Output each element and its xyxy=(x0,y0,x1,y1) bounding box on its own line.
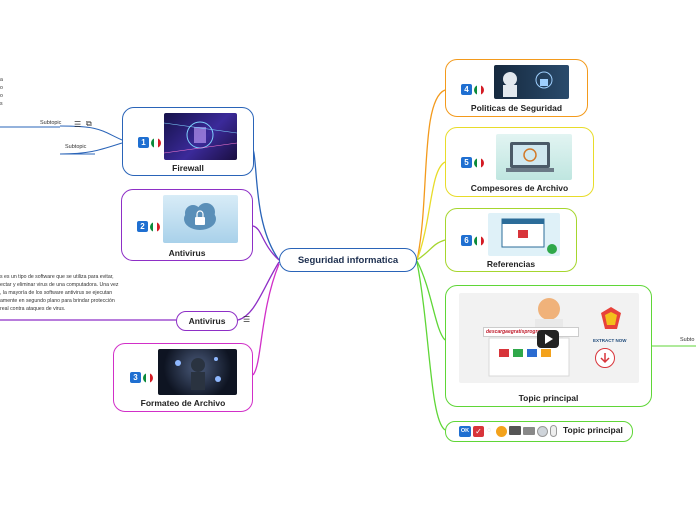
number-badge: 2 xyxy=(137,221,148,232)
topic-antivirus[interactable]: Antivirus xyxy=(176,311,238,331)
node-antivirus[interactable]: 2 Antivirus xyxy=(121,189,253,261)
number-badge: 5 xyxy=(461,157,472,168)
subtopic-1[interactable]: Subtopic xyxy=(40,120,62,126)
firewall-image xyxy=(164,113,237,160)
node-label: Politicas de Seguridad xyxy=(470,103,563,113)
notes-icon[interactable]: ☰ xyxy=(243,315,251,324)
play-icon[interactable] xyxy=(537,330,559,348)
coin-icon xyxy=(496,426,507,437)
mexico-flag-icon xyxy=(474,85,484,95)
mouse-icon xyxy=(550,425,557,437)
computer-icon xyxy=(509,426,521,435)
node-referencias[interactable]: 6 Referencias xyxy=(445,208,577,272)
central-topic[interactable]: Seguridad informatica xyxy=(279,248,417,272)
node-label: Antivirus xyxy=(168,248,206,258)
politicas-image xyxy=(494,65,569,99)
referencias-image xyxy=(488,213,560,256)
node-label: Firewall xyxy=(172,163,204,173)
download-icon[interactable] xyxy=(595,348,615,368)
firewall-note: a o o s xyxy=(0,77,3,107)
node-label: Formateo de Archivo xyxy=(140,398,226,408)
number-badge: 3 xyxy=(130,372,141,383)
video-title-text: descargaegratisprogramas xyxy=(483,327,579,337)
node-label: Compesores de Archivo xyxy=(470,183,569,193)
number-badge: 1 xyxy=(138,137,149,148)
extract-now-text: EXTRACT NOW xyxy=(593,338,627,343)
notes-icon[interactable]: ☰ xyxy=(74,120,82,129)
subtopic-right[interactable]: Subto xyxy=(680,337,695,343)
node-topic-principal-icons[interactable]: OK ✓ ◌ Topic principal xyxy=(445,421,633,442)
laptop-icon xyxy=(523,427,535,435)
ok-icon: OK xyxy=(459,426,471,437)
link-icon[interactable]: ⧉ xyxy=(86,119,92,128)
antivirus-note: s es un tipo de software que se utiliza … xyxy=(0,274,119,312)
node-formateo[interactable]: 3 Formateo de Archivo xyxy=(113,343,253,412)
mexico-flag-icon xyxy=(150,222,160,232)
video-thumbnail[interactable]: descargaegratisprogramas EXTRACT NOW xyxy=(459,293,639,383)
checkbox-icon: ✓ xyxy=(473,426,484,437)
node-label: Topic principal xyxy=(518,393,579,403)
number-badge: 4 xyxy=(461,84,472,95)
formateo-image xyxy=(158,349,237,395)
node-label: Topic principal xyxy=(563,425,623,435)
mexico-flag-icon xyxy=(474,236,484,246)
faded-icon: ◌ xyxy=(487,427,492,434)
cloud-lock-image xyxy=(163,195,238,243)
subtopic-2[interactable]: Subtopic xyxy=(65,144,87,150)
node-politicas[interactable]: 4 Politicas de Seguridad xyxy=(445,59,588,117)
compresores-image xyxy=(496,134,572,180)
cd-icon xyxy=(537,426,548,437)
mexico-flag-icon xyxy=(151,138,161,148)
mexico-flag-icon xyxy=(474,158,484,168)
number-badge: 6 xyxy=(461,235,472,246)
node-compresores[interactable]: 5 Compesores de Archivo xyxy=(445,127,594,197)
node-label: Referencias xyxy=(486,259,536,269)
node-firewall[interactable]: 1 Firewall xyxy=(122,107,254,176)
node-topic-principal-video[interactable]: descargaegratisprogramas EXTRACT NOW Top… xyxy=(445,285,652,407)
mexico-flag-icon xyxy=(143,373,153,383)
